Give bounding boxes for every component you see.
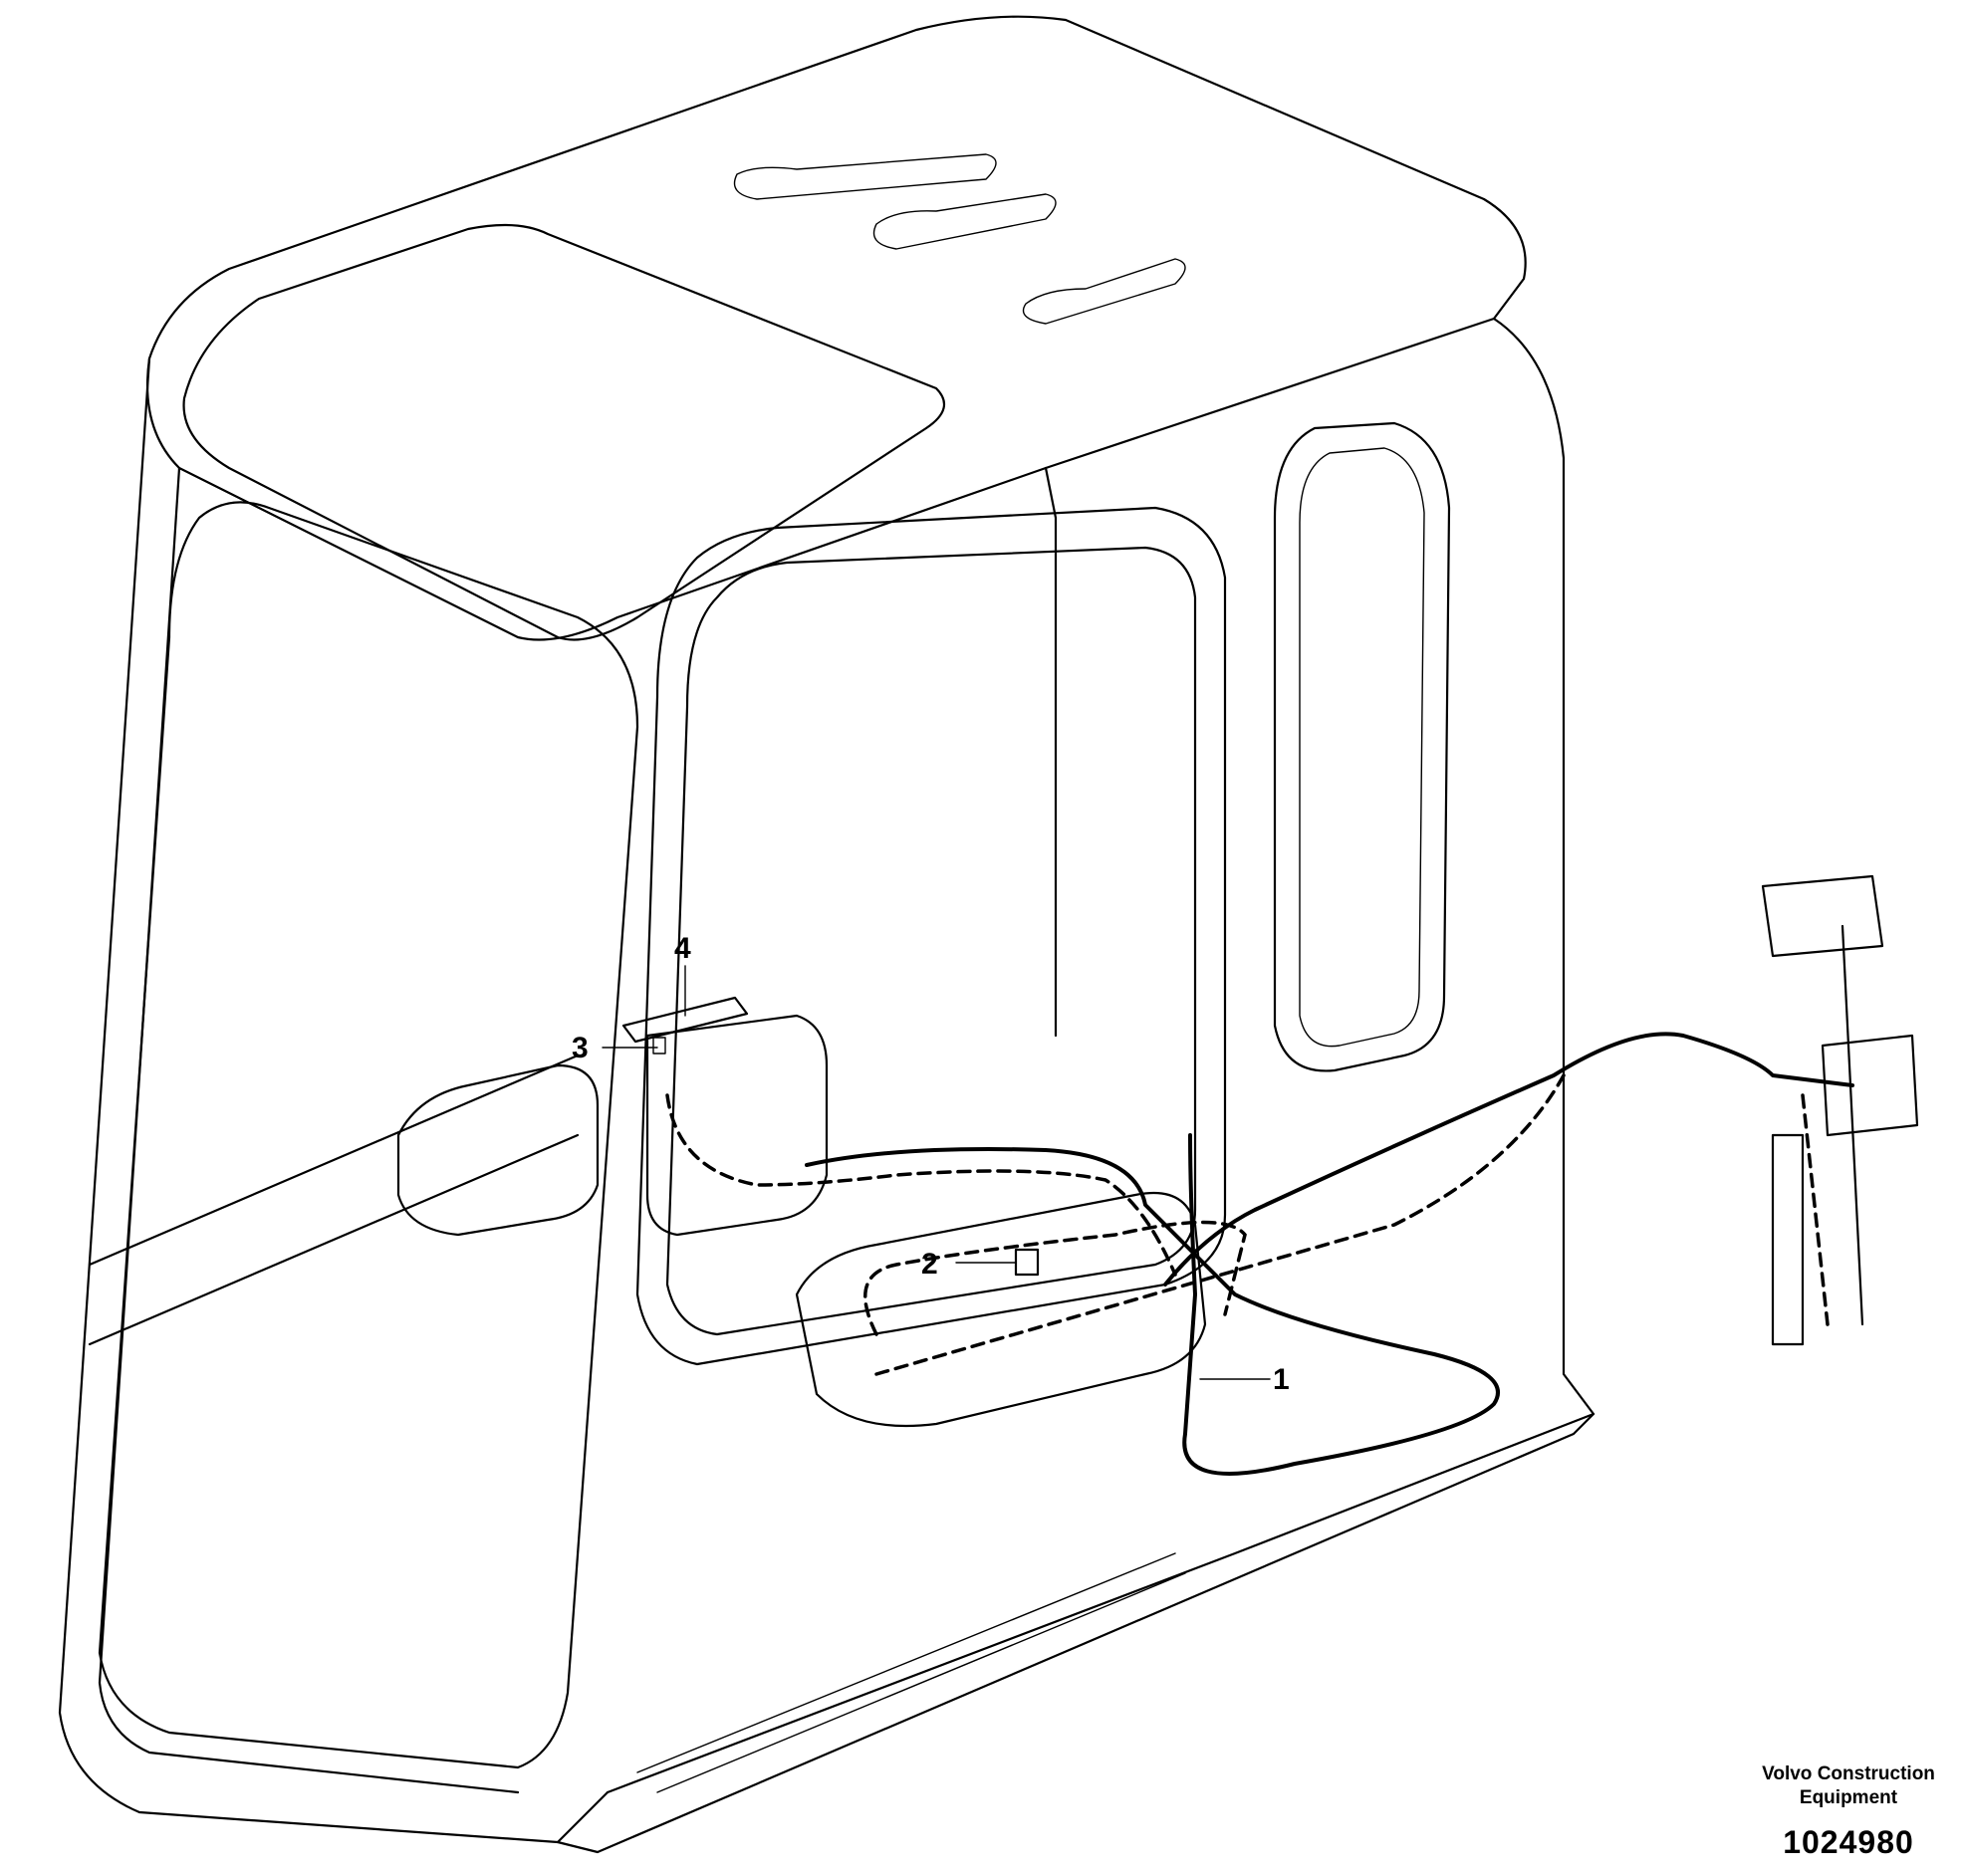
switch-part-2 (1014, 1248, 1040, 1277)
connector-part-3 (652, 1037, 666, 1055)
callout-4: 4 (674, 932, 691, 965)
callout-1: 1 (1273, 1363, 1290, 1396)
callout-leaders (602, 965, 1271, 1380)
publisher-label: Volvo Construction Equipment (1762, 1763, 1935, 1808)
callout-2: 2 (921, 1248, 938, 1281)
callout-3: 3 (572, 1032, 589, 1064)
drawing-number: 1024980 (1783, 1824, 1914, 1860)
label-plate-part-4 (621, 996, 749, 1044)
cab-frame (58, 15, 1919, 1854)
wiring-harness (665, 1032, 1854, 1476)
